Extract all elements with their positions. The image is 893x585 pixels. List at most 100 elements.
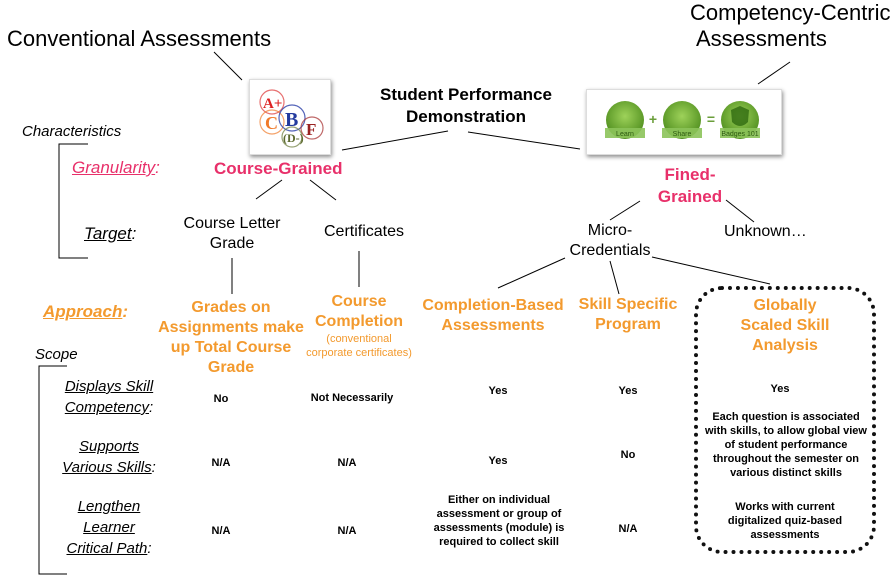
approach-1-line4: Grade bbox=[207, 359, 255, 376]
scope-row1-label-line1: Displays Skill bbox=[64, 378, 154, 395]
granularity-colon: : bbox=[155, 158, 160, 177]
line-micro-to-global bbox=[651, 256, 771, 285]
fine-grained-line2: Grained bbox=[657, 187, 723, 206]
approach-label: Approach: bbox=[43, 302, 128, 322]
svg-text:Learn: Learn bbox=[616, 131, 634, 138]
scope-row1-label-line2: Competency bbox=[64, 399, 150, 416]
grade-b: B bbox=[285, 109, 298, 131]
approach-course-completion: Course Completion (conventional corporat… bbox=[296, 292, 422, 360]
approach-colon: : bbox=[122, 302, 129, 321]
cell-r3-c1: N/A bbox=[211, 525, 231, 537]
svg-text:Share: Share bbox=[673, 131, 692, 138]
svg-text:=: = bbox=[707, 111, 715, 127]
line-gran-to-letter bbox=[255, 179, 283, 200]
approach-grades-on-assignments: Grades on Assignments make up Total Cour… bbox=[141, 298, 321, 378]
cell-r1-c2: Not Necessarily bbox=[310, 392, 394, 404]
approach-2-note2: corporate certificates) bbox=[306, 347, 412, 359]
scope-row2-colon: : bbox=[151, 459, 156, 476]
target-micro-credentials: Micro- Credentials bbox=[560, 221, 660, 261]
granularity-label: Granularity: bbox=[72, 158, 160, 178]
approach-skill-specific-program: Skill Specific Program bbox=[572, 295, 684, 335]
line-center-right bbox=[467, 131, 581, 150]
scope-row3-label-line2: Learner bbox=[83, 519, 135, 536]
target-micro-line2: Credentials bbox=[569, 242, 651, 259]
target-certificates: Certificates bbox=[323, 223, 405, 240]
granularity-label-text: Granularity bbox=[72, 158, 156, 177]
scope-row3-label-line3: Critical Path bbox=[66, 540, 148, 557]
approach-3-line1: Completion-Based bbox=[422, 297, 564, 314]
svg-text:+: + bbox=[649, 111, 657, 127]
line-center-left bbox=[341, 130, 449, 151]
title-line1: Student Performance bbox=[380, 85, 552, 104]
cell-r1-c1: No bbox=[213, 393, 229, 405]
scope-bracket bbox=[38, 365, 67, 575]
cell-r3-c5: Works with current digitalized quiz-base… bbox=[727, 501, 843, 541]
cell-r3-c4: N/A bbox=[618, 523, 638, 535]
approach-5-line2: Scaled Skill bbox=[740, 317, 830, 334]
target-micro-line1: Micro- bbox=[587, 222, 633, 239]
scope-row3-colon: : bbox=[147, 540, 152, 557]
approach-5-line1: Globally bbox=[753, 297, 817, 314]
scope-label: Scope bbox=[35, 346, 78, 363]
cell-r3-c2: N/A bbox=[337, 525, 357, 537]
student-performance-title: Student Performance Demonstration bbox=[356, 84, 576, 128]
svg-text:Badges 101: Badges 101 bbox=[721, 131, 758, 138]
line-conventional-pointer bbox=[213, 51, 243, 81]
approach-1-line2: Assignments make bbox=[158, 319, 304, 336]
approach-1-line3: up Total Course bbox=[170, 339, 292, 356]
approach-2-line1: Course bbox=[331, 293, 387, 310]
cell-r1-c5: Yes bbox=[770, 383, 790, 395]
approach-completion-based-assessments: Completion-Based Assessments bbox=[410, 296, 576, 336]
scope-row3-label-line1: Lengthen bbox=[77, 498, 141, 515]
cell-r2-c5: Each question is associated with skills,… bbox=[705, 411, 867, 479]
line-micro-to-completion-based bbox=[497, 257, 566, 289]
target-label: Target: bbox=[84, 224, 136, 244]
globally-scaled-highlight-box bbox=[694, 286, 876, 554]
approach-4-line2: Program bbox=[595, 316, 661, 333]
competency-centric-heading: Competency-Centric Assessments bbox=[690, 0, 891, 52]
approach-globally-scaled-skill-analysis: Globally Scaled Skill Analysis bbox=[710, 296, 860, 356]
line-micro-to-skill-specific bbox=[609, 260, 620, 295]
cell-r2-c2: N/A bbox=[337, 457, 357, 469]
cell-r2-c3: Yes bbox=[488, 455, 508, 467]
line-competency-pointer bbox=[757, 61, 791, 85]
target-course-letter-grade: Course Letter Grade bbox=[172, 214, 292, 254]
scope-label-supports-skills: Supports Various Skills: bbox=[44, 436, 174, 478]
grade-f: F bbox=[306, 120, 316, 139]
competency-heading-line1: Competency-Centric bbox=[690, 0, 891, 25]
cell-r2-c1: N/A bbox=[211, 457, 231, 469]
scope-row2-label-line1: Supports bbox=[78, 438, 140, 455]
approach-1-line1: Grades on bbox=[191, 299, 271, 316]
target-course-letter-line1: Course Letter bbox=[183, 215, 281, 232]
scope-row2-label-line2: Various Skills bbox=[62, 459, 152, 476]
characteristics-bracket bbox=[58, 143, 88, 259]
line-gran-to-cert bbox=[309, 179, 337, 201]
target-course-letter-line2: Grade bbox=[209, 235, 255, 252]
target-label-text: Target bbox=[84, 224, 132, 243]
course-grained: Course-Grained bbox=[214, 159, 343, 178]
badges-icon: Learn + Share = Badges 101 bbox=[605, 101, 760, 139]
competency-heading-line2: Assessments bbox=[696, 26, 827, 51]
badges-image: Learn + Share = Badges 101 bbox=[586, 89, 782, 155]
grade-a-plus: A+ bbox=[263, 96, 282, 112]
approach-4-line1: Skill Specific bbox=[578, 296, 678, 313]
line-fine-to-unknown bbox=[725, 199, 755, 223]
cell-r1-c3: Yes bbox=[488, 385, 508, 397]
letter-grades-image: A+ C B F (D-) bbox=[249, 79, 331, 155]
approach-label-text: Approach bbox=[43, 302, 123, 321]
conventional-assessments-heading: Conventional Assessments bbox=[7, 26, 272, 51]
cell-r2-c4: No bbox=[620, 449, 636, 461]
title-line2: Demonstration bbox=[406, 107, 526, 126]
letter-grades-icon: A+ C B F (D-) bbox=[259, 89, 324, 148]
grade-d-minus: (D-) bbox=[283, 131, 304, 145]
scope-label-displays-skill: Displays Skill Competency: bbox=[44, 376, 174, 418]
approach-2-note1: (conventional bbox=[326, 333, 392, 345]
characteristics-label: Characteristics bbox=[22, 123, 122, 140]
target-unknown: Unknown… bbox=[724, 223, 807, 240]
cell-r3-c3: Either on individual assessment or group… bbox=[433, 494, 565, 548]
cell-r1-c4: Yes bbox=[618, 385, 638, 397]
scope-label-critical-path: Lengthen Learner Critical Path: bbox=[44, 496, 174, 559]
fine-grained: Fined- Grained bbox=[640, 164, 740, 208]
line-fine-to-micro bbox=[609, 200, 641, 221]
